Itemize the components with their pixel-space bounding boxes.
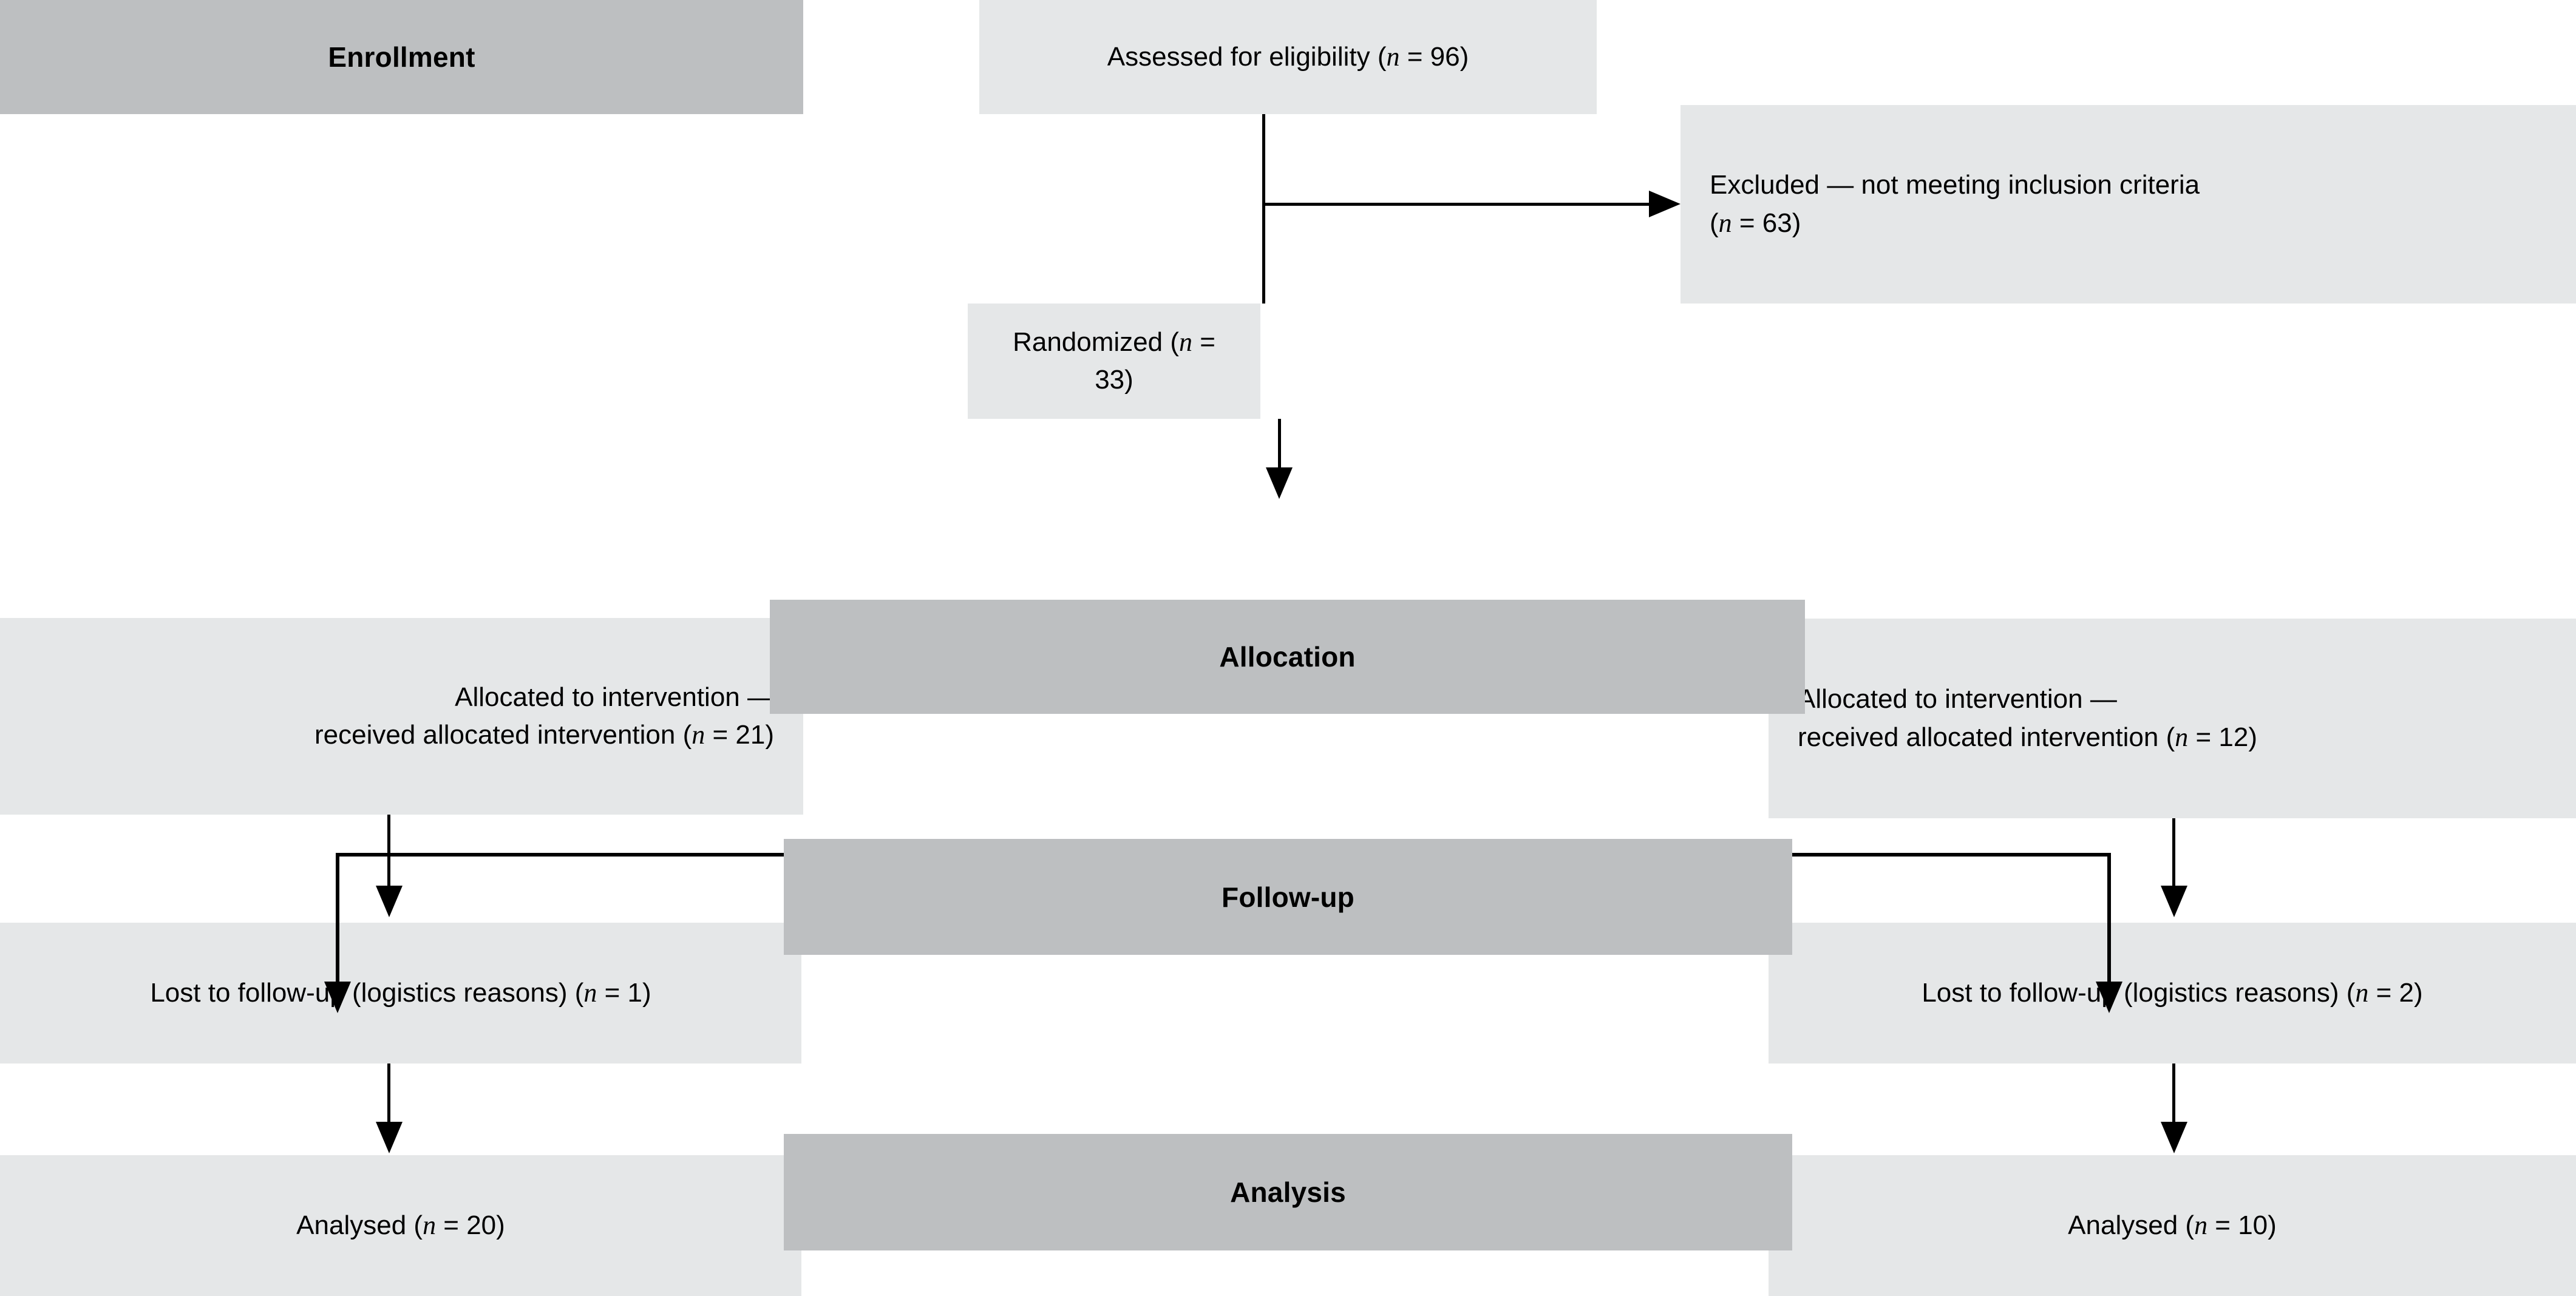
node-lost-right-suffix: = 2) bbox=[2368, 977, 2423, 1008]
connector-followup-right-vertical bbox=[2107, 853, 2111, 986]
arrowhead-allocated-right-down bbox=[2161, 886, 2187, 917]
node-allocated-right-line1: Allocated to intervention — bbox=[1798, 684, 2117, 714]
node-allocated-right-line2: received allocated intervention ( bbox=[1798, 722, 2175, 752]
node-analysed-left-suffix: = 20) bbox=[436, 1210, 505, 1240]
node-allocated-right-line2-tail: = 12) bbox=[2188, 722, 2257, 752]
connector-lost-right-to-analysed bbox=[2172, 1064, 2175, 1127]
node-allocated-left: Allocated to intervention — received allo… bbox=[0, 618, 803, 815]
italic-n-allocated-right: n bbox=[2175, 722, 2189, 752]
italic-n-lost-left: n bbox=[583, 977, 597, 1008]
node-lost-followup-right: Lost to follow-up (logistics reasons) (n… bbox=[1769, 923, 2576, 1064]
node-analysed-right-suffix: = 10) bbox=[2207, 1210, 2277, 1240]
connector-randomized-down bbox=[1278, 419, 1281, 473]
italic-n-allocated-left: n bbox=[692, 720, 705, 750]
node-analysed-right-prefix: Analysed ( bbox=[2068, 1210, 2195, 1240]
node-analysed-right: Analysed (n = 10) bbox=[1769, 1155, 2576, 1296]
arrowhead-to-excluded bbox=[1649, 191, 1681, 217]
node-assessed-text: Assessed for eligibility (n = 96) bbox=[979, 38, 1597, 76]
arrowhead-randomized-down bbox=[1266, 467, 1293, 499]
arrowhead-analysed-left bbox=[376, 1122, 403, 1153]
connector-allocated-right-down bbox=[2172, 818, 2175, 891]
arrowhead-followup-right bbox=[2096, 982, 2122, 1013]
italic-n-assessed: n bbox=[1386, 41, 1400, 72]
italic-n-lost-right: n bbox=[2355, 977, 2369, 1008]
connector-assessed-to-randomized bbox=[1262, 114, 1265, 304]
node-excluded-line2-tail: = 63) bbox=[1731, 208, 1801, 238]
node-randomized-suffix: = 33) bbox=[1095, 327, 1215, 395]
node-allocated-left-line2-tail: = 21) bbox=[705, 720, 774, 750]
node-randomized-prefix: Randomized ( bbox=[1013, 327, 1179, 357]
stage-band-analysis-label: Analysis bbox=[1230, 1176, 1346, 1208]
node-randomized: Randomized (n = 33) bbox=[968, 304, 1260, 419]
node-analysed-left-text: Analysed (n = 20) bbox=[0, 1207, 801, 1244]
node-allocated-left-text: Allocated to intervention — received allo… bbox=[0, 679, 803, 755]
node-lost-right-prefix: Lost to follow-up (logistics reasons) ( bbox=[1922, 977, 2356, 1008]
italic-n-excluded: n bbox=[1718, 208, 1732, 238]
node-lost-left-prefix: Lost to follow-up (logistics reasons) ( bbox=[150, 977, 584, 1008]
node-allocated-left-line1: Allocated to intervention — bbox=[455, 682, 774, 712]
connector-followup-left-vertical bbox=[336, 853, 339, 986]
node-lost-followup-left: Lost to follow-up (logistics reasons) (n… bbox=[0, 923, 801, 1064]
node-analysed-left: Analysed (n = 20) bbox=[0, 1155, 801, 1296]
node-excluded: Excluded — not meeting inclusion criteri… bbox=[1681, 105, 2576, 304]
node-assessed-suffix: = 96) bbox=[1399, 41, 1469, 72]
stage-band-allocation: Allocation bbox=[770, 600, 1805, 714]
stage-band-followup: Follow-up bbox=[784, 839, 1792, 955]
node-lost-left-text: Lost to follow-up (logistics reasons) (n… bbox=[0, 974, 801, 1012]
node-assessed-for-eligibility: Assessed for eligibility (n = 96) bbox=[979, 0, 1597, 114]
arrowhead-analysed-right bbox=[2161, 1122, 2187, 1153]
stage-band-enrollment-label: Enrollment bbox=[328, 41, 475, 73]
italic-n-analysed-left: n bbox=[423, 1210, 437, 1240]
node-analysed-right-text: Analysed (n = 10) bbox=[1769, 1207, 2576, 1244]
node-allocated-left-line2: received allocated intervention ( bbox=[314, 720, 692, 750]
italic-n-analysed-right: n bbox=[2194, 1210, 2208, 1240]
stage-band-followup-label: Follow-up bbox=[1222, 881, 1354, 913]
connector-followup-right-horizontal bbox=[1790, 853, 2111, 857]
connector-followup-left-horizontal bbox=[336, 853, 785, 857]
node-excluded-text: Excluded — not meeting inclusion criteri… bbox=[1681, 166, 2576, 242]
node-allocated-right-text: Allocated to intervention — received allo… bbox=[1769, 680, 2576, 756]
node-excluded-line2-open: ( bbox=[1710, 208, 1719, 238]
arrowhead-allocated-left-down bbox=[376, 886, 403, 917]
stage-band-enrollment: Enrollment bbox=[0, 0, 803, 114]
node-lost-left-suffix: = 1) bbox=[597, 977, 651, 1008]
connector-lost-left-to-analysed bbox=[387, 1064, 390, 1127]
connector-allocated-left-down bbox=[387, 815, 390, 891]
stage-band-allocation-label: Allocation bbox=[1219, 641, 1356, 673]
connector-assessed-to-excluded bbox=[1262, 203, 1651, 206]
italic-n-randomized: n bbox=[1178, 327, 1192, 357]
node-assessed-prefix: Assessed for eligibility ( bbox=[1107, 41, 1387, 72]
node-randomized-text: Randomized (n = 33) bbox=[968, 324, 1260, 399]
stage-band-analysis: Analysis bbox=[784, 1134, 1792, 1250]
node-allocated-right: Allocated to intervention — received allo… bbox=[1769, 619, 2576, 818]
node-analysed-left-prefix: Analysed ( bbox=[296, 1210, 423, 1240]
arrowhead-followup-left bbox=[324, 982, 351, 1013]
node-lost-right-text: Lost to follow-up (logistics reasons) (n… bbox=[1769, 974, 2576, 1012]
node-excluded-line1: Excluded — not meeting inclusion criteri… bbox=[1710, 170, 2200, 200]
